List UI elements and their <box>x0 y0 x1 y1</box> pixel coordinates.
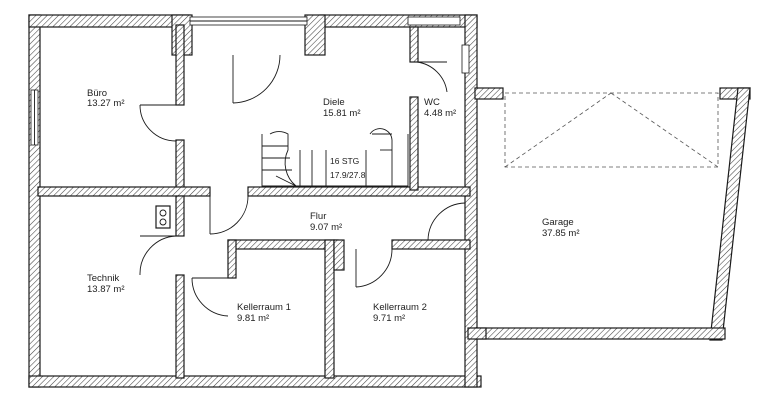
staircase <box>261 128 409 187</box>
room-flur-area: 9.07 m² <box>310 222 342 233</box>
doors <box>139 54 466 317</box>
room-keller1-area: 9.81 m² <box>237 313 269 324</box>
room-flur-name: Flur <box>310 211 326 222</box>
room-diele-area: 15.81 m² <box>323 108 361 119</box>
interior-walls <box>37 24 471 379</box>
room-wc-area: 4.48 m² <box>424 108 456 119</box>
room-buero-name: Büro <box>87 88 107 99</box>
room-keller2-area: 9.71 m² <box>373 313 405 324</box>
room-diele-name: Diele <box>323 97 345 108</box>
garage <box>467 87 751 341</box>
room-wc-name: WC <box>424 97 440 108</box>
room-labels: Büro 13.27 m² Diele 15.81 m² WC 4.48 m² … <box>87 88 580 324</box>
room-technik-area: 13.87 m² <box>87 284 125 295</box>
room-technik-name: Technik <box>87 273 119 284</box>
exterior-walls <box>28 14 482 388</box>
room-garage-name: Garage <box>542 217 574 228</box>
windows <box>30 16 470 146</box>
room-buero-area: 13.27 m² <box>87 98 125 109</box>
room-garage-area: 37.85 m² <box>542 228 580 239</box>
room-keller2-name: Kellerraum 2 <box>373 302 427 313</box>
stair-ratio-label: 17.9/27.8 <box>330 170 366 180</box>
stair-steps-label: 16 STG <box>330 156 359 166</box>
room-keller1-name: Kellerraum 1 <box>237 302 291 313</box>
